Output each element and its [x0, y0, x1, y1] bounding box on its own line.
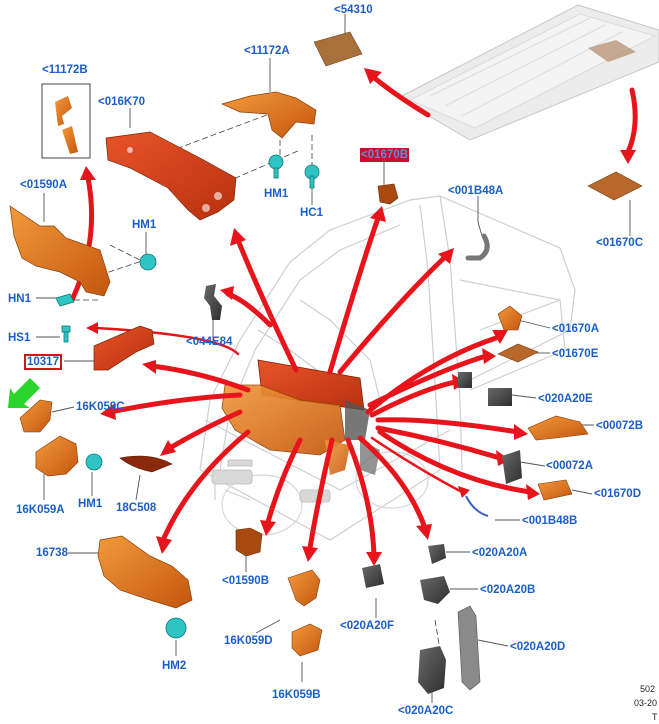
label-01590B[interactable]: <01590B: [222, 575, 269, 587]
part-01590B: [235, 527, 263, 557]
part-16K059A: [35, 435, 79, 477]
label-hn1[interactable]: HN1: [8, 293, 32, 305]
label-016K70[interactable]: <016K70: [98, 96, 145, 108]
part-044E84: [204, 284, 222, 320]
label-01670B[interactable]: <01670B: [360, 148, 409, 162]
part-016K70: [105, 131, 237, 221]
fastener-hm1-top: [268, 154, 284, 179]
part-01670A: [497, 305, 523, 331]
label-16K059D[interactable]: 16K059D: [224, 635, 273, 647]
footer-code-2: 03-20: [634, 698, 658, 708]
van-grille: [211, 459, 331, 503]
part-10317: [93, 325, 155, 371]
part-16K059D: [287, 569, 321, 607]
part-001B48A: [465, 233, 490, 261]
part-020A20C: [418, 646, 446, 694]
label-001B48B[interactable]: <001B48B: [522, 515, 578, 527]
label-16K059A[interactable]: 16K059A: [16, 504, 65, 516]
part-18C508: [119, 455, 173, 473]
label-020A20E[interactable]: <020A20E: [538, 393, 593, 405]
fastener-hs1: [61, 325, 71, 343]
label-020A20B[interactable]: <020A20B: [480, 584, 536, 596]
part-020A20A: [428, 544, 446, 564]
label-11172B[interactable]: <11172B: [42, 64, 88, 76]
label-54310[interactable]: <54310: [334, 4, 373, 16]
label-020A20C[interactable]: <020A20C: [398, 705, 454, 717]
label-01670D[interactable]: <01670D: [594, 488, 641, 500]
label-hs1[interactable]: HS1: [8, 332, 31, 344]
part-16K059C: [19, 399, 53, 433]
arrow-heads: [80, 68, 636, 566]
part-020A20E: [458, 372, 512, 406]
label-18C508[interactable]: 18C508: [116, 502, 157, 514]
label-01670E[interactable]: <01670E: [552, 348, 599, 360]
label-00072A[interactable]: <00072A: [546, 460, 593, 472]
part-00072A: [502, 450, 522, 484]
part-01670C: [587, 171, 643, 201]
label-020A20A[interactable]: <020A20A: [472, 547, 528, 559]
part-01670B: [377, 183, 399, 205]
label-01590A[interactable]: <01590A: [20, 179, 67, 191]
part-01670E: [497, 343, 539, 363]
label-16K059C[interactable]: 16K059C: [76, 401, 125, 413]
label-hm1-mid[interactable]: HM1: [132, 219, 157, 231]
part-54310: [313, 31, 363, 67]
part-020A20D: [457, 605, 481, 691]
fastener-hm1-low: [85, 453, 103, 471]
label-01670A[interactable]: <01670A: [552, 323, 599, 335]
part-16K059B: [291, 623, 323, 657]
part-001B48B: [465, 495, 489, 517]
footer-code-3: T: [652, 712, 658, 722]
label-hm1-top[interactable]: HM1: [264, 188, 289, 200]
pointer-arrow: [8, 378, 40, 408]
label-044E84[interactable]: <044E84: [186, 336, 233, 348]
label-020A20D[interactable]: <020A20D: [510, 641, 566, 653]
label-hm2[interactable]: HM2: [162, 660, 187, 672]
red-arrows: [69, 73, 638, 558]
part-01670D: [537, 479, 573, 501]
part-00072B: [527, 415, 589, 441]
label-00072B[interactable]: <00072B: [596, 420, 643, 432]
label-16738[interactable]: 16738: [36, 547, 68, 559]
footer-code-1: 502: [640, 684, 656, 694]
part-11172A: [220, 91, 317, 139]
fastener-hm1-mid: [139, 253, 157, 271]
part-11172B-box: [41, 83, 91, 159]
fastener-hc1: [304, 164, 320, 189]
roof-panel: [396, 4, 659, 141]
part-020A20B: [420, 576, 450, 604]
label-hm1-low[interactable]: HM1: [78, 498, 103, 510]
label-11172A[interactable]: <11172A: [244, 45, 290, 57]
fasteners: [55, 154, 320, 639]
label-10317[interactable]: 10317: [24, 354, 62, 370]
part-020A20F: [362, 564, 384, 588]
label-020A20F[interactable]: <020A20F: [340, 620, 395, 632]
part-01590A: [9, 205, 111, 297]
fastener-hn1: [55, 293, 75, 307]
label-16K059B[interactable]: 16K059B: [272, 689, 321, 701]
fastener-hm2: [165, 617, 187, 639]
label-leaders: [36, 14, 631, 703]
label-01670C[interactable]: <01670C: [596, 237, 643, 249]
label-hc1[interactable]: HC1: [300, 207, 324, 219]
part-16738: [97, 535, 193, 609]
label-001B48A[interactable]: <001B48A: [448, 185, 504, 197]
